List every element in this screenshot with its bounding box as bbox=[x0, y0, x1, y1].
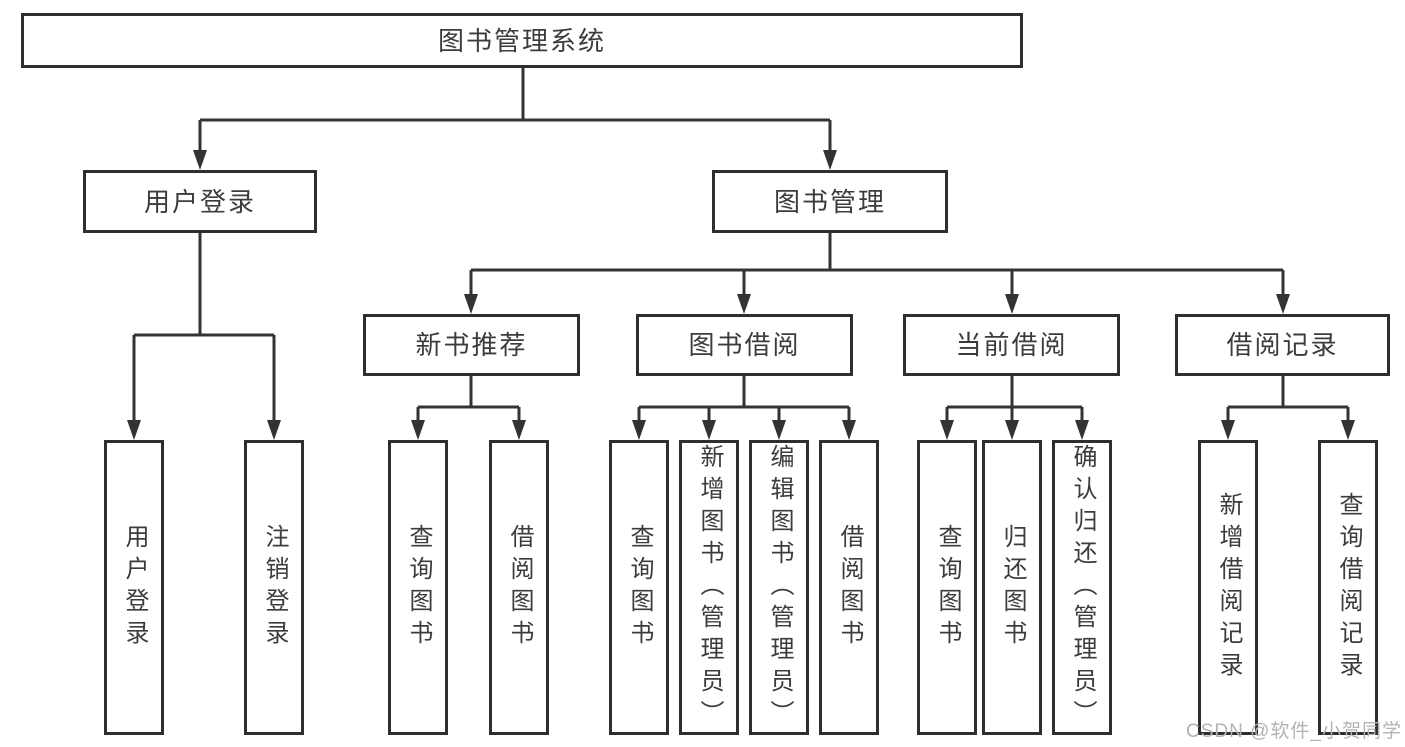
csdn-watermark: CSDN @软件_小贺同学 bbox=[1186, 721, 1402, 742]
leaf-borrow-books-2: 借阅图书 bbox=[819, 440, 879, 735]
node-library-management-system: 图书管理系统 bbox=[21, 13, 1023, 68]
leaf-user-login: 用户登录 bbox=[104, 440, 164, 735]
node-user-login: 用户登录 bbox=[83, 170, 317, 233]
arrowheads bbox=[127, 150, 1355, 440]
node-current-borrowing: 当前借阅 bbox=[903, 314, 1120, 376]
leaf-return-books: 归还图书 bbox=[982, 440, 1042, 735]
leaf-borrow-books-1: 借阅图书 bbox=[489, 440, 549, 735]
leaf-confirm-return-admin: 确认归还（管理员） bbox=[1052, 440, 1112, 735]
node-book-management: 图书管理 bbox=[712, 170, 948, 233]
node-borrowing-records: 借阅记录 bbox=[1175, 314, 1390, 376]
leaf-logout: 注销登录 bbox=[244, 440, 304, 735]
leaf-edit-books-admin: 编辑图书（管理员） bbox=[749, 440, 809, 735]
node-book-borrowing: 图书借阅 bbox=[636, 314, 853, 376]
node-new-book-recommend: 新书推荐 bbox=[363, 314, 580, 376]
leaf-query-borrow-record: 查询借阅记录 bbox=[1318, 440, 1378, 735]
leaf-query-books-1: 查询图书 bbox=[388, 440, 448, 735]
leaf-add-books-admin: 新增图书（管理员） bbox=[679, 440, 739, 735]
leaf-query-books-3: 查询图书 bbox=[917, 440, 977, 735]
leaf-add-borrow-record: 新增借阅记录 bbox=[1198, 440, 1258, 735]
leaf-query-books-2: 查询图书 bbox=[609, 440, 669, 735]
